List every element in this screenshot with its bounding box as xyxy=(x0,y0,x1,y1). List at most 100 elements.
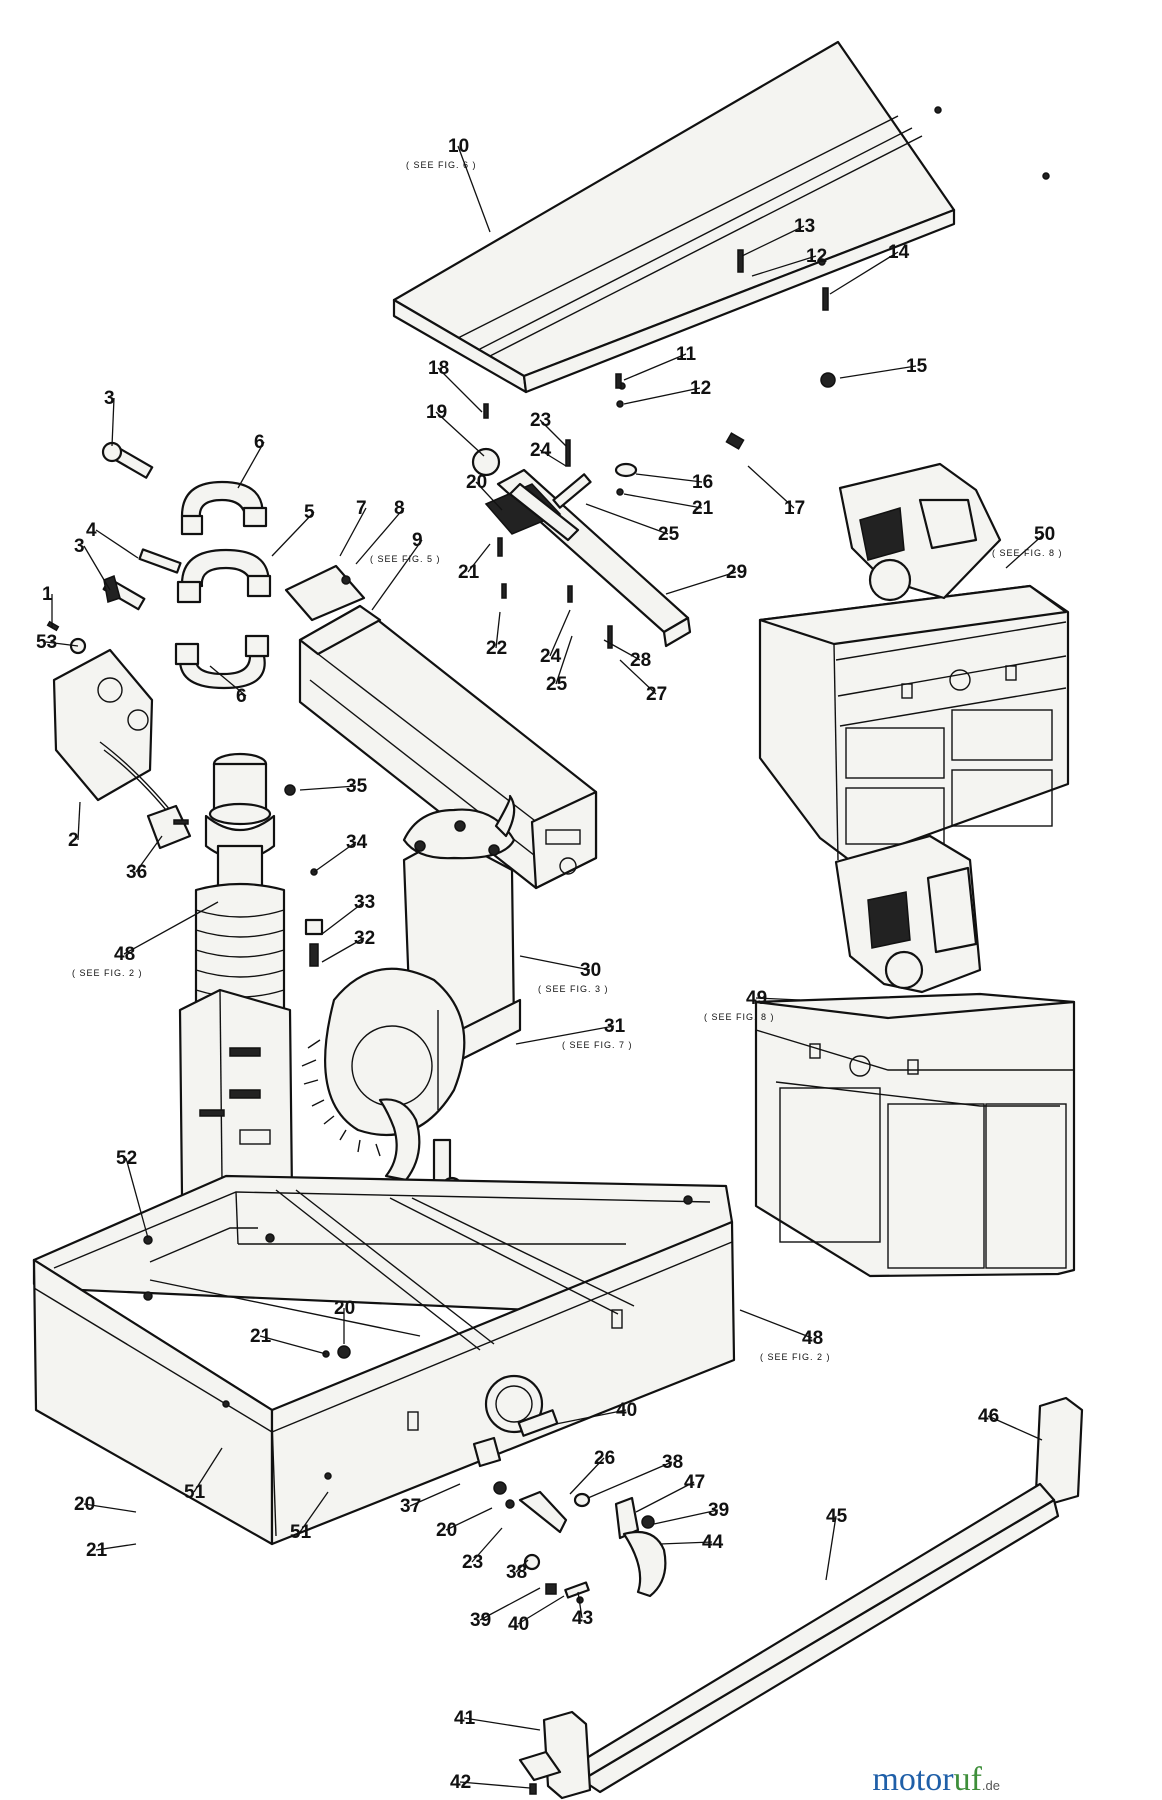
leader-line-17 xyxy=(467,543,491,573)
callout-number: 45 xyxy=(826,1506,848,1527)
leader-line-52 xyxy=(587,1461,673,1499)
callout-number: 51 xyxy=(184,1482,206,1503)
callout-number: 9 xyxy=(412,530,423,551)
callout-number: 32 xyxy=(354,928,375,949)
callout-number: 42 xyxy=(450,1772,471,1793)
leader-line-50 xyxy=(987,1415,1043,1441)
callout-number: 34 xyxy=(346,832,368,853)
callout-reference: ( SEE FIG. 6 ) xyxy=(406,160,477,170)
callout-number: 14 xyxy=(888,242,910,263)
leader-line-29 xyxy=(355,507,405,565)
watermark-brand-blue: motor xyxy=(872,1761,954,1798)
leader-line-60 xyxy=(299,1491,329,1533)
leader-line-63 xyxy=(515,1559,529,1573)
leader-line-53 xyxy=(635,1481,695,1513)
leader-line-65 xyxy=(479,1587,541,1621)
leader-line-15 xyxy=(585,503,669,535)
callout-number: 48 xyxy=(114,944,135,965)
leader-line-51 xyxy=(569,1457,605,1495)
callout-number: 20 xyxy=(436,1520,457,1541)
leader-line-37 xyxy=(135,835,163,873)
leader-line-47 xyxy=(259,1335,327,1355)
callout-reference: ( SEE FIG. 8 ) xyxy=(704,1012,775,1022)
callout-number: 38 xyxy=(506,1562,527,1583)
leader-line-23 xyxy=(1005,533,1045,569)
leader-line-57 xyxy=(83,1503,137,1513)
leader-line-26 xyxy=(95,529,139,559)
junction-box xyxy=(46,620,192,850)
callout-number: 41 xyxy=(454,1708,476,1729)
leader-line-68 xyxy=(463,1717,541,1731)
leader-line-6 xyxy=(839,365,917,379)
leader-line-18 xyxy=(495,611,501,649)
cabinet-49 xyxy=(754,834,1076,1278)
callout-reference: ( SEE FIG. 8 ) xyxy=(992,548,1063,558)
leader-line-11 xyxy=(635,473,703,483)
leader-line-56 xyxy=(409,1483,461,1507)
callout-reference: ( SEE FIG. 7 ) xyxy=(562,1040,633,1050)
leader-line-39 xyxy=(123,901,219,955)
callout-number: 33 xyxy=(354,892,375,913)
callout-number: 18 xyxy=(428,358,449,379)
callout-number: 20 xyxy=(334,1298,355,1319)
callout-number: 39 xyxy=(708,1500,729,1521)
leader-line-49 xyxy=(555,1409,627,1425)
callout-number: 6 xyxy=(254,432,265,453)
callout-number: 37 xyxy=(400,1496,421,1517)
leader-line-19 xyxy=(549,609,571,657)
leader-line-28 xyxy=(339,507,367,557)
callout-number: 15 xyxy=(906,356,928,377)
callout-number: 48 xyxy=(802,1328,823,1349)
rear-rail xyxy=(484,439,692,649)
callout-number: 5 xyxy=(304,502,315,523)
callout-reference: ( SEE FIG. 5 ) xyxy=(370,554,441,564)
callout-number: 40 xyxy=(616,1400,637,1421)
leader-line-7 xyxy=(437,367,483,413)
callout-number: 43 xyxy=(572,1608,593,1629)
leader-line-16 xyxy=(665,571,737,595)
callout-number: 13 xyxy=(794,216,815,237)
callout-number: 1 xyxy=(42,584,53,605)
leader-line-55 xyxy=(825,1515,837,1581)
callout-number: 21 xyxy=(692,498,714,519)
cabinet-50 xyxy=(758,462,1070,864)
callout-number: 39 xyxy=(470,1610,491,1631)
watermark-suffix: .de xyxy=(982,1778,1000,1793)
motor-and-blade xyxy=(301,794,522,1200)
leader-line-8 xyxy=(435,411,485,457)
leader-line-12 xyxy=(623,493,703,509)
leader-line-25 xyxy=(237,441,265,489)
leader-line-67 xyxy=(577,1591,583,1619)
callout-number: 25 xyxy=(658,524,680,545)
leader-line-38 xyxy=(313,841,357,873)
leader-line-35 xyxy=(77,801,81,841)
callout-number: 40 xyxy=(508,1614,529,1635)
callout-number: 7 xyxy=(356,498,367,519)
callout-number: 28 xyxy=(630,650,651,671)
callout-number: 8 xyxy=(394,498,405,519)
callout-number: 44 xyxy=(702,1532,724,1553)
leader-line-36 xyxy=(299,785,357,791)
callout-number: 2 xyxy=(68,830,79,851)
callout-number: 35 xyxy=(346,776,368,797)
callout-number: 24 xyxy=(540,646,562,667)
leader-line-1 xyxy=(741,225,805,257)
callout-reference: ( SEE FIG. 2 ) xyxy=(760,1352,831,1362)
leader-line-27 xyxy=(271,511,315,557)
callout-number: 16 xyxy=(692,472,713,493)
leader-line-22 xyxy=(619,659,657,695)
callout-number: 21 xyxy=(86,1540,108,1561)
callout-number: 36 xyxy=(126,862,147,883)
leader-line-54 xyxy=(653,1509,719,1525)
leader-line-59 xyxy=(445,1507,493,1531)
callout-number: 11 xyxy=(676,344,697,365)
leader-line-13 xyxy=(747,465,795,509)
leader-line-33 xyxy=(45,641,79,647)
callout-number: 23 xyxy=(530,410,551,431)
callout-number: 29 xyxy=(726,562,747,583)
leader-line-64 xyxy=(95,1543,137,1551)
callout-number: 31 xyxy=(604,1016,626,1037)
leader-line-48 xyxy=(739,1309,813,1339)
callout-number: 12 xyxy=(806,246,827,267)
